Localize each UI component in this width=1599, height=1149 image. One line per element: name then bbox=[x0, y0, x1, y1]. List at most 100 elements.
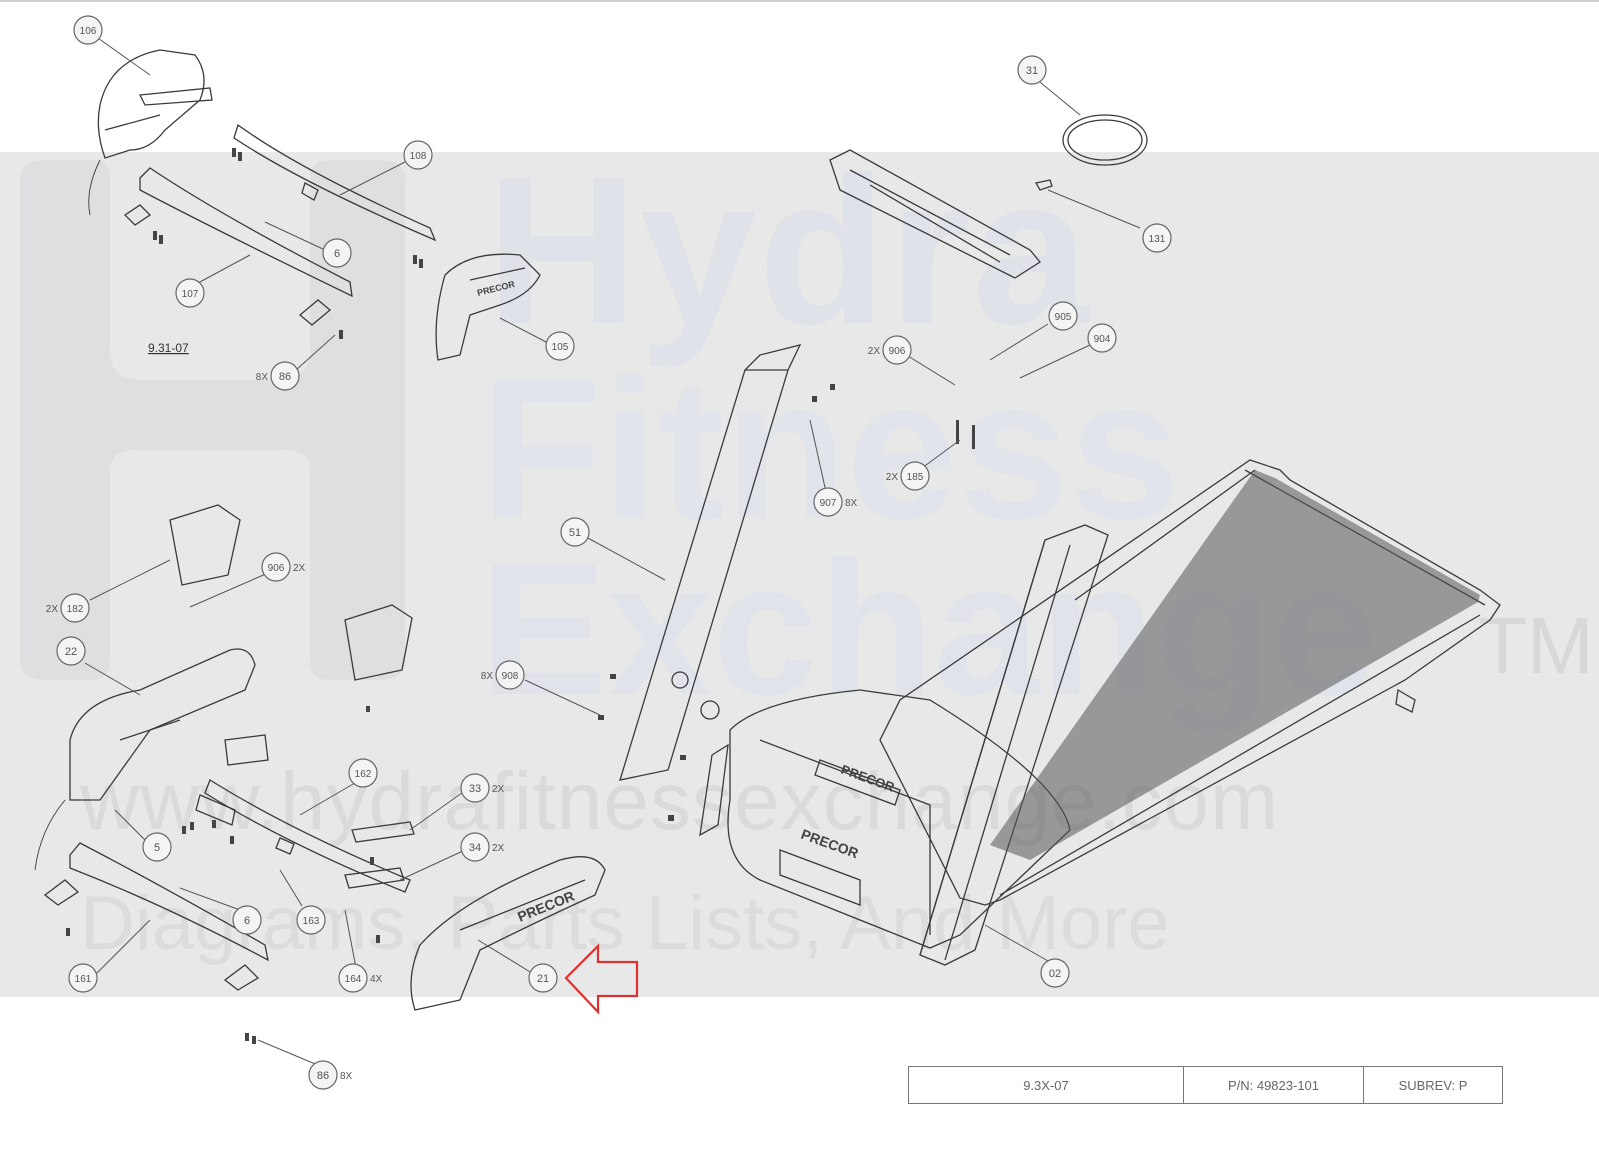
callout-6: 6 bbox=[232, 905, 262, 935]
callout-bubble bbox=[175, 278, 205, 308]
callout-bubble bbox=[338, 963, 368, 993]
callout-number: 5 bbox=[154, 842, 160, 854]
callout-number: 107 bbox=[182, 289, 199, 300]
console-brand-label: PRECOR bbox=[839, 762, 897, 795]
part-console-endcap-upper bbox=[435, 253, 541, 361]
part-ring-inner bbox=[1067, 119, 1143, 161]
callout-number: 86 bbox=[279, 371, 291, 383]
callout-21: 21 bbox=[528, 963, 558, 993]
title-block-subrev: SUBREV: P bbox=[1363, 1066, 1503, 1104]
callout-bubble bbox=[1048, 301, 1078, 331]
callout-number: 907 bbox=[820, 498, 837, 509]
callout-number: 02 bbox=[1049, 968, 1061, 980]
callout-number: 162 bbox=[355, 769, 372, 780]
callout-number: 6 bbox=[334, 248, 340, 260]
callout-bubble bbox=[308, 1060, 338, 1090]
part-lower-console-arm bbox=[34, 648, 256, 871]
callout-34: 34 2X bbox=[460, 832, 505, 862]
callout-number: 182 bbox=[67, 604, 84, 615]
callout-bubble bbox=[68, 963, 98, 993]
callout-bubble bbox=[296, 905, 326, 935]
callout-bubble bbox=[348, 758, 378, 788]
callout-quantity: 2X bbox=[46, 604, 59, 615]
callout-bubble bbox=[560, 517, 590, 547]
callout-bubble bbox=[813, 487, 843, 517]
callout-908: 908 8X bbox=[481, 660, 525, 690]
callout-bubble bbox=[882, 335, 912, 365]
callout-02: 02 bbox=[1040, 958, 1070, 988]
watermark-trademark: TM bbox=[1478, 601, 1594, 690]
callout-164: 164 4X bbox=[338, 963, 383, 993]
part-left-upright bbox=[619, 344, 802, 781]
endcap-brand-label: PRECOR bbox=[515, 888, 577, 925]
callout-number: 51 bbox=[569, 527, 581, 539]
callout-quantity: 2X bbox=[293, 563, 306, 574]
callout-quantity: 8X bbox=[256, 372, 269, 383]
callout-number: 161 bbox=[75, 974, 92, 985]
callout-185: 185 2X bbox=[886, 461, 930, 491]
callout-number: 904 bbox=[1094, 334, 1111, 345]
callout-number: 31 bbox=[1026, 65, 1038, 77]
callout-86: 86 8X bbox=[256, 361, 300, 391]
part-bottle-holder-upper bbox=[169, 504, 241, 586]
callout-bubble bbox=[495, 660, 525, 690]
callout-108: 108 bbox=[403, 140, 433, 170]
part-bottle-holder-lower bbox=[344, 604, 413, 681]
callout-quantity: 2X bbox=[886, 472, 899, 483]
upper-endcap-brand-label: PRECOR bbox=[476, 279, 516, 298]
callout-number: 908 bbox=[502, 671, 519, 682]
callout-number: 34 bbox=[469, 842, 481, 854]
callout-number: 906 bbox=[268, 563, 285, 574]
callout-quantity: 8X bbox=[845, 498, 858, 509]
callout-bubble bbox=[1087, 323, 1117, 353]
callout-number: 6 bbox=[244, 915, 250, 927]
part-ring bbox=[1062, 114, 1148, 166]
callout-162: 162 bbox=[348, 758, 378, 788]
callout-number: 905 bbox=[1055, 312, 1072, 323]
top-border bbox=[0, 0, 1599, 2]
callout-51: 51 bbox=[560, 517, 590, 547]
watermark-fitness: Fitness bbox=[480, 338, 1181, 561]
watermark-tagline: Diagrams, Parts Lists, And More bbox=[80, 881, 1170, 966]
part-upper-rail bbox=[123, 167, 353, 326]
part-console-endcap-lower bbox=[410, 856, 606, 1011]
callout-bubble bbox=[528, 963, 558, 993]
callout-905: 905 bbox=[1048, 301, 1078, 331]
callout-bubble bbox=[142, 832, 172, 862]
callout-quantity: 8X bbox=[481, 671, 494, 682]
callout-number: 164 bbox=[345, 974, 362, 985]
leader-lines bbox=[84, 35, 1141, 1067]
callout-number: 163 bbox=[303, 916, 320, 927]
title-block-drawing: 9.3X-07 bbox=[908, 1066, 1183, 1104]
callout-bubble bbox=[1040, 958, 1070, 988]
part-grip-sensor-a bbox=[224, 734, 269, 766]
callout-6: 6 bbox=[322, 238, 352, 268]
hardware-marks bbox=[66, 148, 975, 1044]
callout-bubble bbox=[73, 15, 103, 45]
callout-907: 907 8X bbox=[813, 487, 858, 517]
watermark-h-logo bbox=[20, 160, 405, 680]
callout-107: 107 bbox=[175, 278, 205, 308]
part-grip-sensor-lower bbox=[344, 867, 405, 889]
callout-bubble bbox=[322, 238, 352, 268]
callout-number: 106 bbox=[80, 26, 97, 37]
callout-161: 161 bbox=[68, 963, 98, 993]
part-display-tray bbox=[829, 149, 1041, 279]
watermark-hydra: Hydra bbox=[486, 133, 1092, 368]
callout-105: 105 bbox=[545, 331, 575, 361]
part-lower-handlebar bbox=[204, 779, 411, 893]
callout-quantity: 2X bbox=[492, 843, 505, 854]
callout-number: 21 bbox=[537, 973, 549, 985]
part-right-upright bbox=[919, 524, 1109, 966]
callout-182: 182 2X bbox=[46, 593, 90, 623]
callout-bubble bbox=[60, 593, 90, 623]
part-lower-rail bbox=[43, 842, 269, 991]
callout-bubble bbox=[1142, 223, 1172, 253]
callout-quantity: 4X bbox=[370, 974, 383, 985]
title-block-part-number: P/N: 49823-101 bbox=[1183, 1066, 1363, 1104]
callout-number: 185 bbox=[907, 472, 924, 483]
